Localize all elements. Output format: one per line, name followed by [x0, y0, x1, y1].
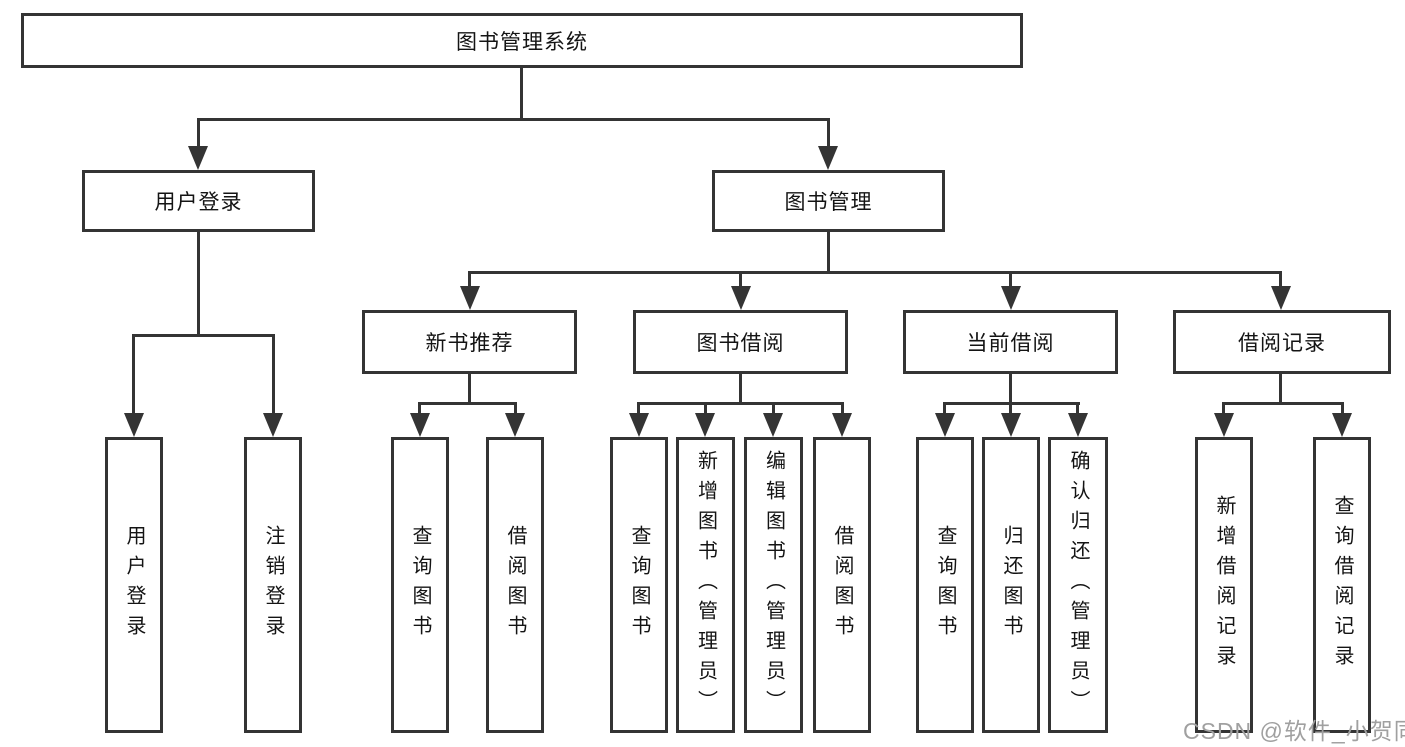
arrowhead-down-icon: [1214, 413, 1234, 437]
connector-line: [739, 271, 742, 287]
leaf-current-return-books: 归还图书: [982, 437, 1040, 733]
node-book-management: 图书管理: [712, 170, 945, 232]
connector-line: [1009, 402, 1012, 414]
connector-line: [132, 334, 275, 337]
connector-line: [468, 271, 1282, 274]
leaf-logout: 注销登录: [244, 437, 302, 733]
arrowhead-down-icon: [695, 413, 715, 437]
arrowhead-down-icon: [263, 413, 283, 437]
connector-line: [1076, 402, 1079, 414]
node-new-book-recommend: 新书推荐: [362, 310, 577, 374]
connector-line: [1279, 374, 1282, 405]
connector-line: [772, 402, 775, 414]
node-current-borrow: 当前借阅: [903, 310, 1118, 374]
arrowhead-down-icon: [629, 413, 649, 437]
node-borrow-records: 借阅记录: [1173, 310, 1391, 374]
arrowhead-down-icon: [460, 286, 480, 310]
arrowhead-down-icon: [124, 413, 144, 437]
connector-line: [1009, 374, 1012, 405]
arrowhead-down-icon: [731, 286, 751, 310]
leaf-borrow-query-books: 查询图书: [610, 437, 668, 733]
connector-line: [739, 374, 742, 405]
connector-line: [637, 402, 640, 414]
leaf-recommend-query-books: 查询图书: [391, 437, 449, 733]
arrowhead-down-icon: [832, 413, 852, 437]
connector-line: [1222, 402, 1225, 414]
leaf-user-login: 用户登录: [105, 437, 163, 733]
connector-line: [468, 374, 471, 405]
leaf-records-add-record: 新增借阅记录: [1195, 437, 1253, 733]
leaf-current-confirm-return-admin: 确认归还（管理员）: [1048, 437, 1108, 733]
connector-line: [1279, 271, 1282, 287]
arrowhead-down-icon: [1001, 413, 1021, 437]
node-user-login: 用户登录: [82, 170, 315, 232]
arrowhead-down-icon: [1332, 413, 1352, 437]
arrowhead-down-icon: [505, 413, 525, 437]
leaf-borrow-borrow-books: 借阅图书: [813, 437, 871, 733]
connector-line: [272, 334, 275, 415]
arrowhead-down-icon: [188, 146, 208, 170]
leaf-borrow-add-books-admin: 新增图书（管理员）: [676, 437, 735, 733]
node-book-borrow: 图书借阅: [633, 310, 848, 374]
connector-line: [514, 402, 517, 414]
connector-line: [1009, 271, 1012, 287]
node-library-system: 图书管理系统: [21, 13, 1023, 68]
connector-line: [841, 402, 844, 414]
watermark: CSDN @软件_小贺同学: [1183, 718, 1405, 744]
arrowhead-down-icon: [818, 146, 838, 170]
connector-line: [418, 402, 421, 414]
arrowhead-down-icon: [1271, 286, 1291, 310]
connector-line: [1341, 402, 1344, 414]
connector-line: [1222, 402, 1344, 405]
connector-line: [520, 68, 523, 118]
leaf-records-query-record: 查询借阅记录: [1313, 437, 1371, 733]
arrowhead-down-icon: [1001, 286, 1021, 310]
leaf-current-query-books: 查询图书: [916, 437, 974, 733]
connector-line: [197, 232, 200, 337]
arrowhead-down-icon: [410, 413, 430, 437]
connector-line: [197, 118, 200, 148]
arrowhead-down-icon: [935, 413, 955, 437]
connector-line: [704, 402, 707, 414]
leaf-recommend-borrow-books: 借阅图书: [486, 437, 544, 733]
connector-line: [197, 118, 830, 121]
leaf-borrow-edit-books-admin: 编辑图书（管理员）: [744, 437, 803, 733]
connector-line: [468, 271, 471, 287]
connector-line: [827, 118, 830, 148]
arrowhead-down-icon: [1068, 413, 1088, 437]
connector-line: [827, 232, 830, 273]
connector-line: [943, 402, 946, 414]
connector-line: [132, 334, 135, 415]
connector-line: [637, 402, 844, 405]
arrowhead-down-icon: [763, 413, 783, 437]
connector-line: [418, 402, 517, 405]
